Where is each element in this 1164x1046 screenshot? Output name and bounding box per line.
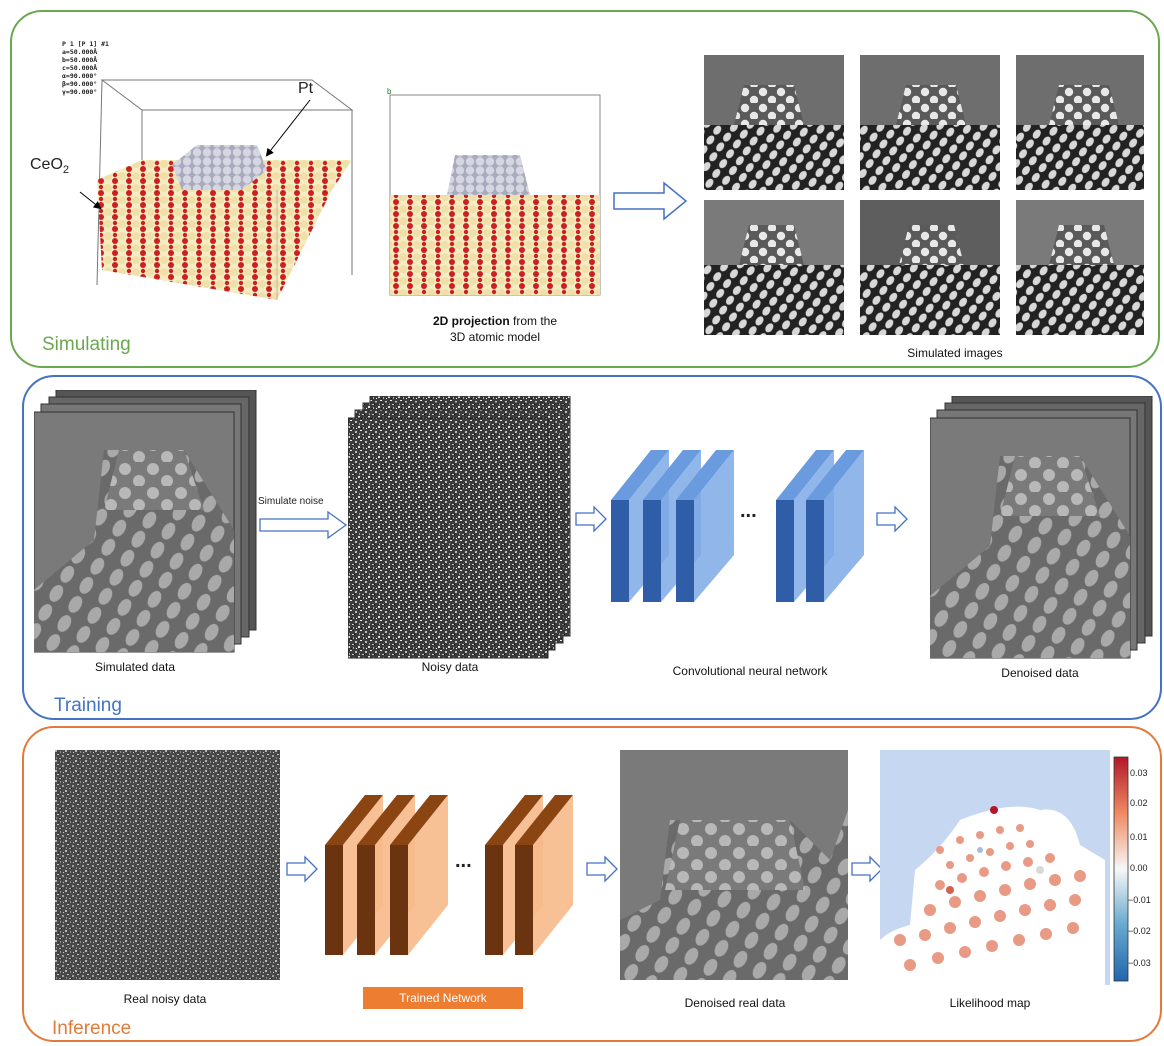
sim-image-6 (1016, 200, 1144, 335)
simulating-title: Simulating (42, 334, 131, 355)
to-cnn-arrow (575, 505, 607, 533)
colorbar-tick: −0.02 (1128, 926, 1151, 936)
to-denoised-real-arrow (586, 855, 618, 883)
label-arrows (79, 99, 311, 210)
to-denoised-arrow (876, 505, 908, 533)
sim-image-5 (860, 200, 1000, 335)
sim-image-2 (860, 55, 1000, 190)
colorbar-tick: −0.03 (1128, 958, 1151, 968)
colorbar-tick: 0.01 (1130, 832, 1148, 842)
noisy-data-caption: Noisy data (421, 660, 479, 674)
cnn-ellipsis: ... (740, 500, 757, 522)
net-layer-3 (390, 795, 448, 955)
noisy-data-stack (348, 396, 571, 659)
colorbar-tick: 0.02 (1130, 798, 1148, 808)
denoised-data-caption: Denoised data (1001, 666, 1079, 680)
inference-panel: Inference (22, 726, 1162, 1042)
denoised-data-stack (930, 396, 1153, 659)
simulating-panel: Simulating (10, 10, 1160, 368)
simulated-images (704, 55, 1144, 335)
to-likelihood-arrow (851, 855, 883, 883)
projection-caption: 2D projection from the 3D atomic model (432, 314, 558, 344)
cnn-layer-3 (676, 450, 734, 602)
denoised-real-data (620, 750, 848, 980)
atomic-model-drawing (96, 79, 354, 300)
denoised-real-caption: Denoised real data (684, 996, 786, 1010)
atomic-model-3d: P 1 [P 1] #1 a=50.000Å b=50.000Å c=50.00… (30, 40, 372, 340)
simulated-images-grid (704, 55, 1144, 335)
simulate-arrow (613, 181, 688, 221)
sim-image-1 (704, 55, 844, 190)
simulated-images-caption: Simulated images (907, 346, 1003, 360)
axis-b-label: b (387, 87, 392, 96)
trained-network-ellipsis: ... (455, 850, 472, 872)
colorbar-tick: 0.00 (1130, 863, 1148, 873)
colorbar-ticks: 0.03 0.02 0.01 0.00 −0.01 −0.02 −0.03 (1128, 760, 1164, 985)
simulated-data-caption: Simulated data (94, 660, 176, 674)
likelihood-caption: Likelihood map (949, 996, 1031, 1010)
training-panel: Training (22, 375, 1162, 720)
net-layer-5 (515, 795, 573, 955)
trained-network-label: Trained Network (363, 987, 523, 1009)
trained-network-layers (325, 795, 573, 955)
simulated-data-stack (34, 390, 257, 653)
colorbar-tick: −0.01 (1128, 895, 1151, 905)
colorbar-tick: 0.03 (1130, 768, 1148, 778)
projection-2d: b (385, 85, 605, 300)
likelihood-colorbar (1113, 756, 1129, 982)
real-noisy-data (55, 750, 280, 980)
real-noisy-caption: Real noisy data (123, 992, 207, 1006)
cnn-layer-5 (806, 450, 864, 602)
to-trained-network-arrow (286, 855, 318, 883)
simulate-noise-label: Simulate noise (258, 496, 324, 507)
cnn-layers (611, 450, 864, 602)
inference-title: Inference (52, 1018, 132, 1039)
cnn-caption: Convolutional neural network (672, 664, 828, 678)
model-cell-parameters: P 1 [P 1] #1 a=50.000Å b=50.000Å c=50.00… (62, 40, 109, 96)
training-title: Training (54, 695, 122, 716)
projection-drawing (389, 94, 601, 296)
pt-label: Pt (298, 80, 314, 97)
simulate-noise-arrow (259, 510, 348, 540)
likelihood-map (880, 750, 1110, 985)
sim-image-3 (1016, 55, 1144, 190)
sim-image-4 (704, 200, 844, 335)
ceo2-label: CeO2 (30, 156, 70, 177)
